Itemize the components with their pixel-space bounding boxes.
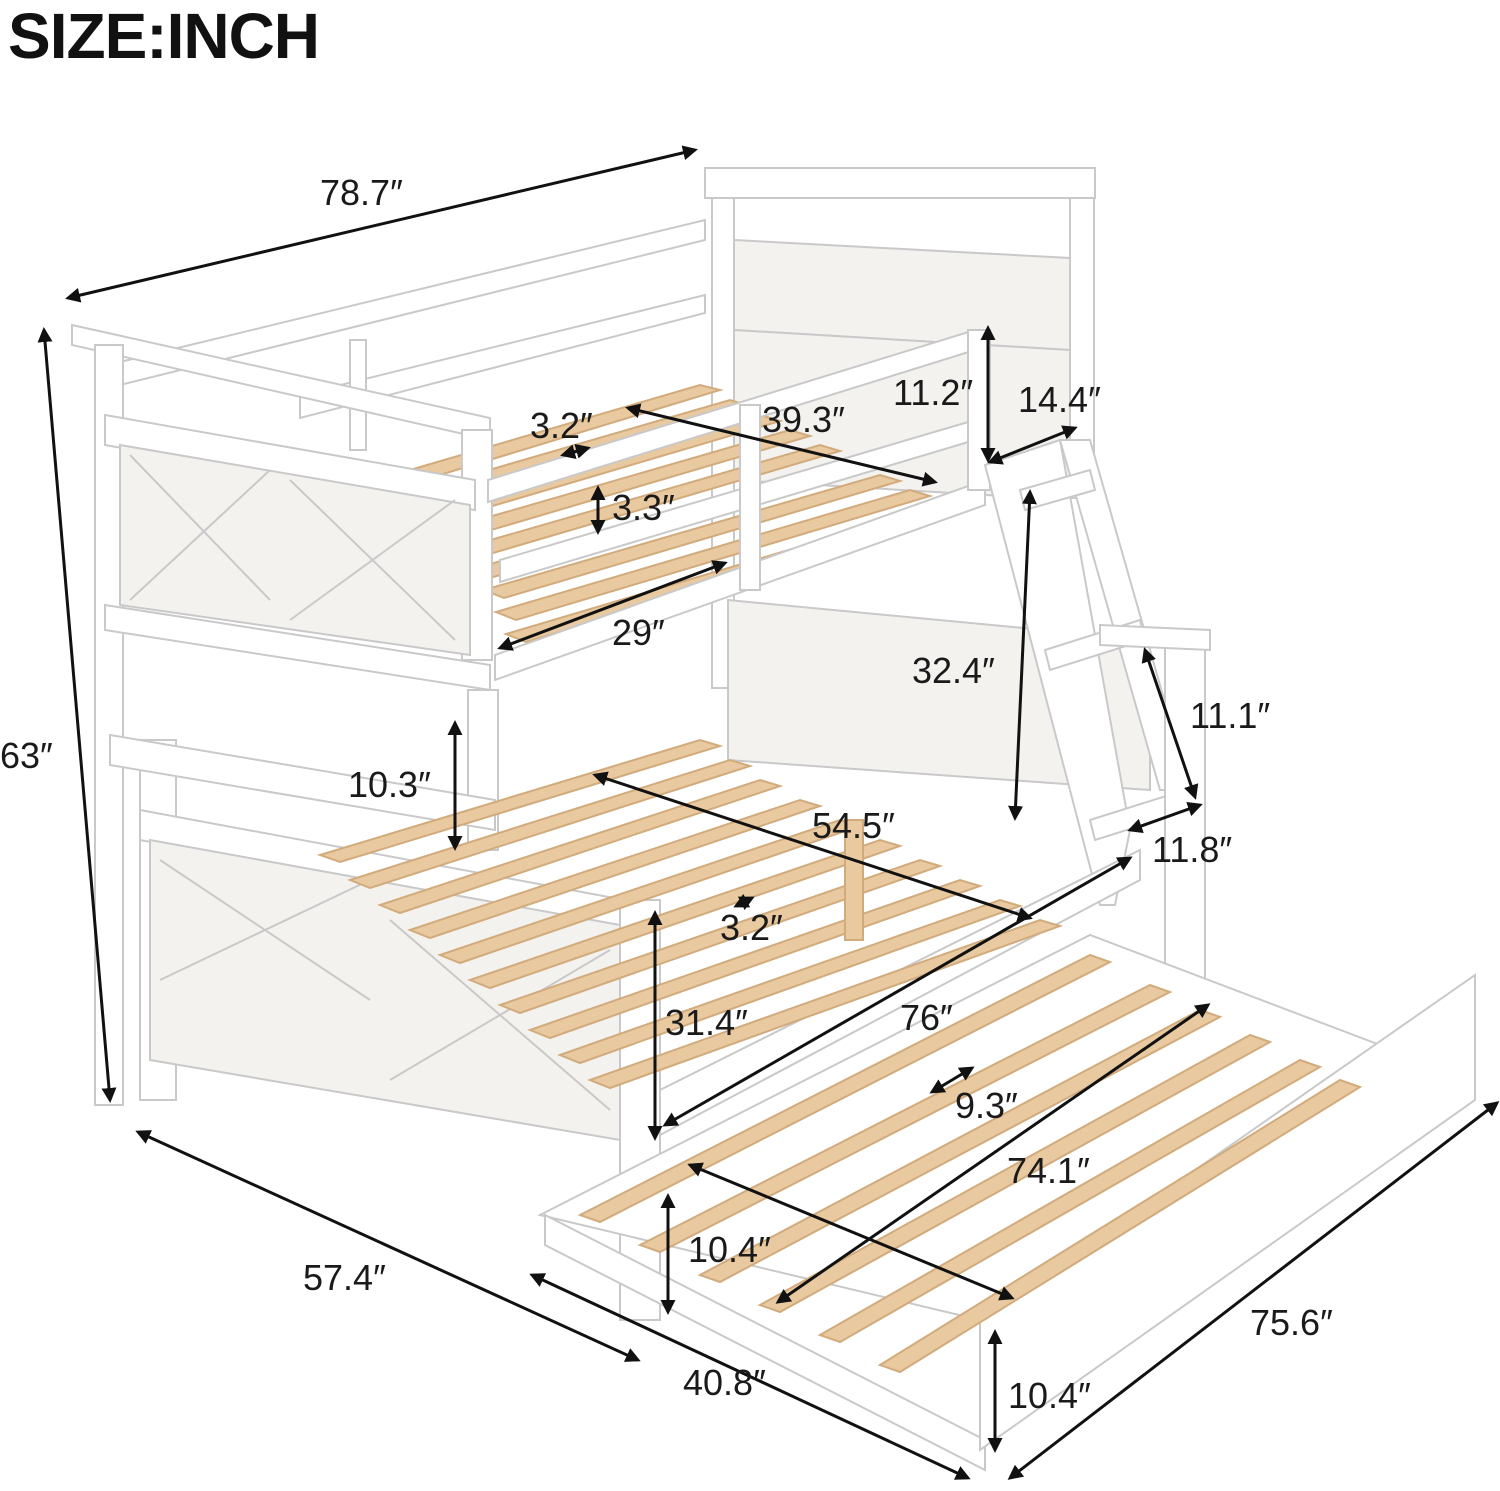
arrow-ladder-width xyxy=(987,425,1078,465)
label-top-guardrail-length: 39.3″ xyxy=(762,399,845,440)
arrow-overall-length xyxy=(65,145,698,303)
arrow-overall-height xyxy=(37,327,117,1103)
arrow-top-bed-width xyxy=(497,560,728,651)
label-top-rail-spacing: 3.3″ xyxy=(612,487,675,528)
label-trundle-front-height: 10.4″ xyxy=(1008,1375,1091,1416)
label-bottom-clearance: 10.3″ xyxy=(348,764,431,805)
label-ladder-step-spacing: 11.1″ xyxy=(1190,695,1270,736)
label-trundle-inner-height: 10.4″ xyxy=(688,1229,771,1270)
label-trundle-slat-gap: 9.3″ xyxy=(955,1085,1018,1126)
arrow-ladder-step-spacing xyxy=(1141,647,1199,800)
label-ladder-depth: 11.8″ xyxy=(1152,829,1232,870)
label-bottom-bed-length: 54.5″ xyxy=(812,805,895,846)
label-trundle-outer-length: 75.6″ xyxy=(1250,1302,1333,1343)
label-trundle-length: 74.1″ xyxy=(1007,1150,1090,1191)
label-bottom-bed-height: 31.4″ xyxy=(665,1002,748,1043)
bed-illustration xyxy=(71,167,1476,1472)
dimension-labels: 78.7″ 63″ 57.4″ 39.3″ 3.2″ 3.3″ 29″ 11.2… xyxy=(0,172,1333,1416)
label-bottom-bed-diagonal: 76″ xyxy=(900,997,953,1038)
label-overall-width: 57.4″ xyxy=(303,1257,386,1298)
page-title: SIZE:INCH xyxy=(8,0,320,72)
label-top-rail-gap: 3.2″ xyxy=(530,405,593,446)
label-ladder-height: 32.4″ xyxy=(912,650,995,691)
label-bottom-slat-gap: 3.2″ xyxy=(720,907,783,948)
label-overall-height: 63″ xyxy=(0,735,53,776)
arrow-trundle-outer-length xyxy=(1007,1101,1500,1480)
arrow-ladder-height xyxy=(1008,489,1037,821)
label-top-bed-width: 29″ xyxy=(612,612,665,653)
arrow-top-rail-gap xyxy=(560,444,591,459)
arrow-top-guardrail-length xyxy=(625,403,938,487)
label-ladder-width: 14.4″ xyxy=(1018,379,1101,420)
label-guardrail-height: 11.2″ xyxy=(893,372,973,413)
arrow-bottom-bed-diagonal xyxy=(662,856,1133,1127)
arrow-ladder-depth xyxy=(1127,801,1203,834)
arrow-trundle-width xyxy=(529,1273,971,1480)
dimension-arrows xyxy=(37,145,1500,1480)
label-trundle-width: 40.8″ xyxy=(683,1362,766,1403)
label-overall-length: 78.7″ xyxy=(320,172,403,213)
